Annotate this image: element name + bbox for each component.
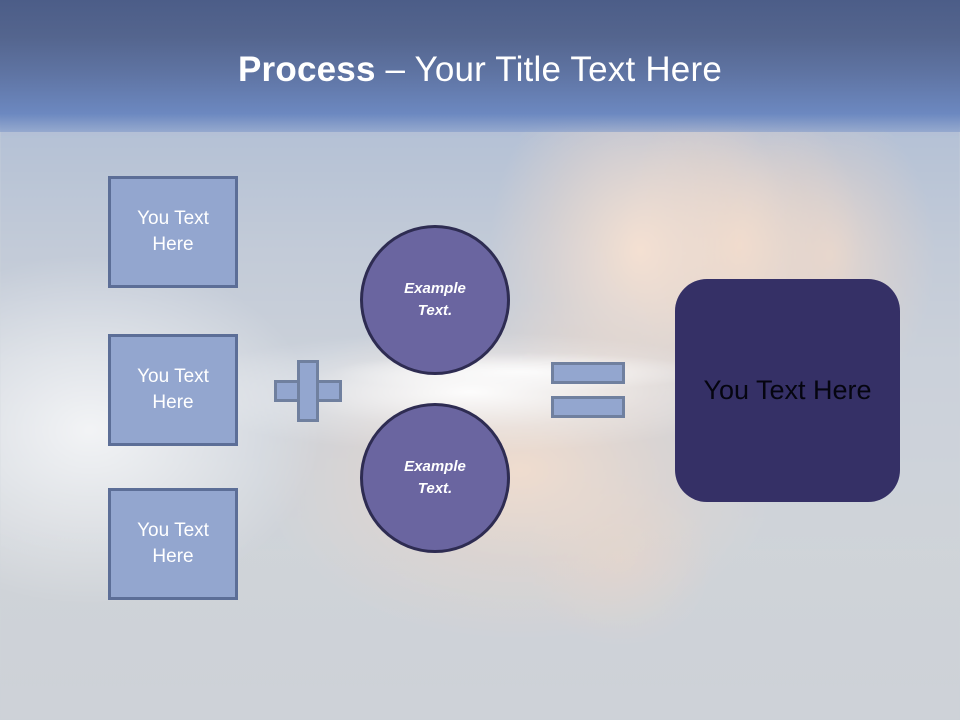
example-circle-2[interactable]: Example Text. xyxy=(360,403,510,553)
example-circle-1[interactable]: Example Text. xyxy=(360,225,510,375)
page-title: Process – Your Title Text Here xyxy=(0,50,960,90)
example-circle-2-line1: Example xyxy=(404,457,466,475)
title-band xyxy=(0,0,960,132)
input-box-3-label: You Text Here xyxy=(137,520,209,567)
result-box[interactable]: You Text Here xyxy=(675,279,900,502)
input-box-2-label: You Text Here xyxy=(137,366,209,413)
plus-icon-vertical-bar xyxy=(297,360,319,422)
equals-icon-top-bar xyxy=(551,362,625,384)
plus-icon xyxy=(274,360,342,422)
page-title-strong: Process xyxy=(238,50,376,89)
example-circle-1-line2: Text. xyxy=(417,302,453,319)
input-box-1-label: You Text Here xyxy=(137,208,209,255)
input-box-2[interactable]: You Text Here xyxy=(108,334,238,446)
input-box-1[interactable]: You Text Here xyxy=(108,176,238,288)
result-box-label: You Text Here xyxy=(703,374,872,405)
page-title-rest: – Your Title Text Here xyxy=(375,50,722,89)
input-box-3[interactable]: You Text Here xyxy=(108,488,238,600)
equals-icon-bottom-bar xyxy=(551,396,625,418)
example-circle-2-line2: Text. xyxy=(417,480,453,497)
equals-icon xyxy=(551,362,625,418)
example-circle-1-line1: Example xyxy=(404,279,466,297)
